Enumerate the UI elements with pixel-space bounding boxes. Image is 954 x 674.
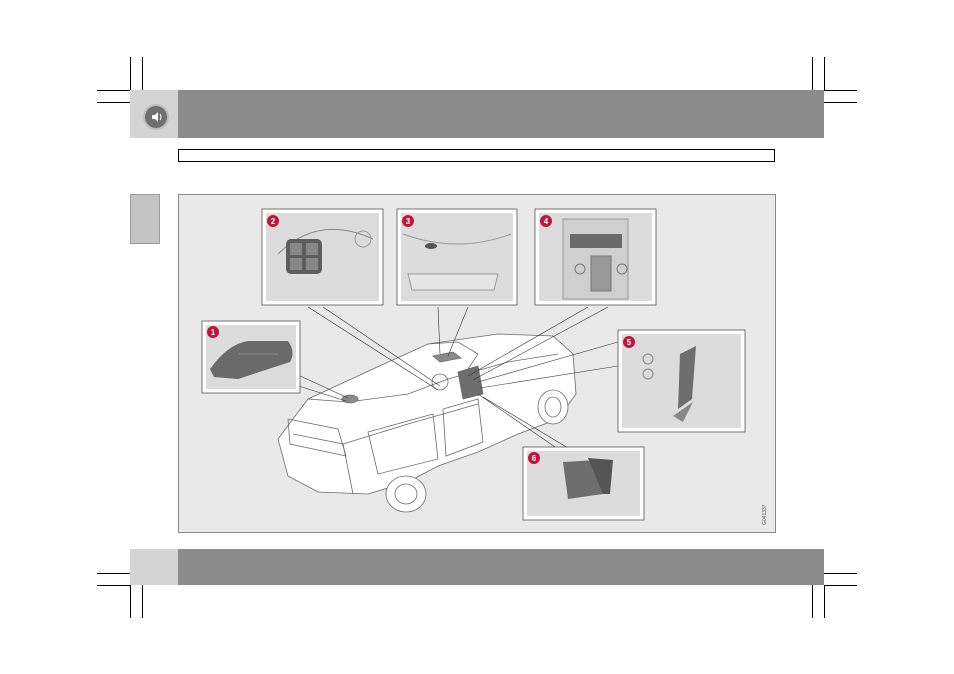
figure-code: G041337 (762, 504, 768, 525)
callout-4: 4 (544, 217, 549, 226)
header-bar (178, 90, 824, 138)
crop-mark (130, 57, 131, 90)
detail-panel-6 (523, 447, 644, 520)
speaker-icon[interactable] (143, 104, 169, 130)
callout-3: 3 (406, 217, 411, 226)
crop-mark (97, 585, 130, 586)
callout-1: 1 (211, 328, 216, 337)
footer-bar (178, 549, 824, 585)
crop-mark (130, 585, 131, 618)
crop-mark (824, 585, 825, 618)
detail-panel-4 (535, 209, 656, 305)
callout-5: 5 (627, 338, 632, 347)
illustration-frame: 1 2 3 4 5 6 G041337 (178, 194, 776, 533)
footer-corner (130, 549, 178, 585)
crop-mark (97, 90, 130, 91)
subtitle-box (178, 149, 775, 162)
detail-panel-2 (262, 209, 383, 305)
detail-panel-5 (618, 330, 745, 432)
callout-2: 2 (271, 217, 276, 226)
crop-mark (824, 57, 825, 90)
side-tab[interactable] (130, 194, 160, 244)
callout-6: 6 (532, 454, 537, 463)
crop-mark (824, 585, 857, 586)
crop-mark (824, 90, 857, 91)
detail-panel-3 (397, 209, 517, 305)
